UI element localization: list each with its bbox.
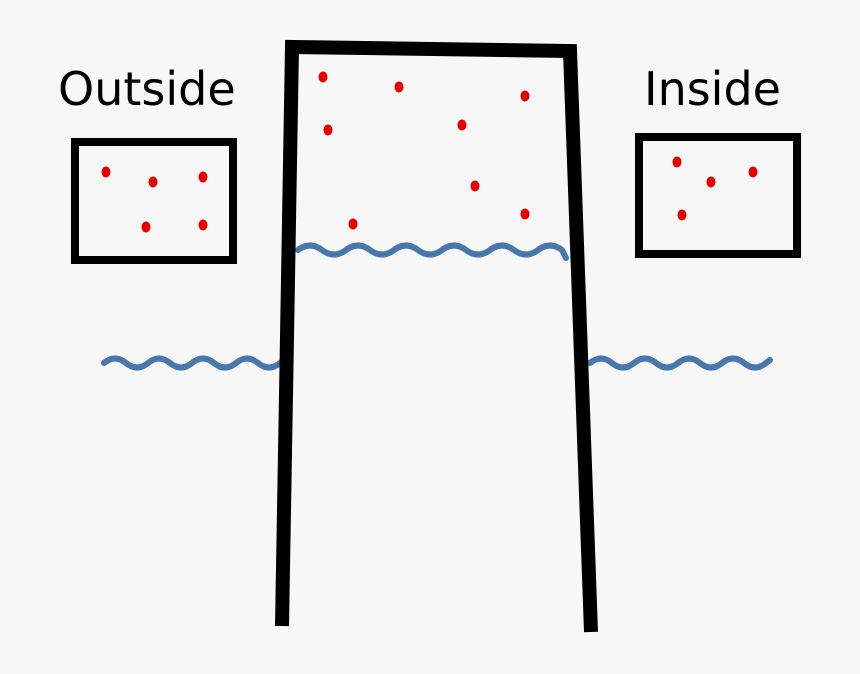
particle xyxy=(672,156,682,168)
inside-label: Inside xyxy=(644,62,781,116)
container-particles xyxy=(318,71,530,230)
particle xyxy=(198,219,208,231)
particle xyxy=(748,166,758,178)
particle xyxy=(470,180,480,192)
particle xyxy=(348,218,358,230)
outside-box xyxy=(71,138,237,264)
particle xyxy=(148,176,158,188)
particle xyxy=(706,176,716,188)
inside-particles xyxy=(672,156,758,221)
particle xyxy=(318,71,328,83)
particle xyxy=(323,124,333,136)
inside-water-surface xyxy=(587,355,773,371)
outside-water-surface xyxy=(101,355,287,371)
particle xyxy=(198,171,208,183)
particle xyxy=(141,221,151,233)
outside-label: Outside xyxy=(58,62,236,116)
inside-box xyxy=(635,133,801,258)
container-water-surface xyxy=(295,242,569,261)
particle xyxy=(520,208,530,220)
particle xyxy=(394,81,404,93)
inverted-container xyxy=(275,39,598,633)
particle xyxy=(457,119,467,131)
particle xyxy=(101,166,111,178)
outside-particles xyxy=(101,166,208,233)
particle xyxy=(677,209,687,221)
particle xyxy=(520,90,530,102)
